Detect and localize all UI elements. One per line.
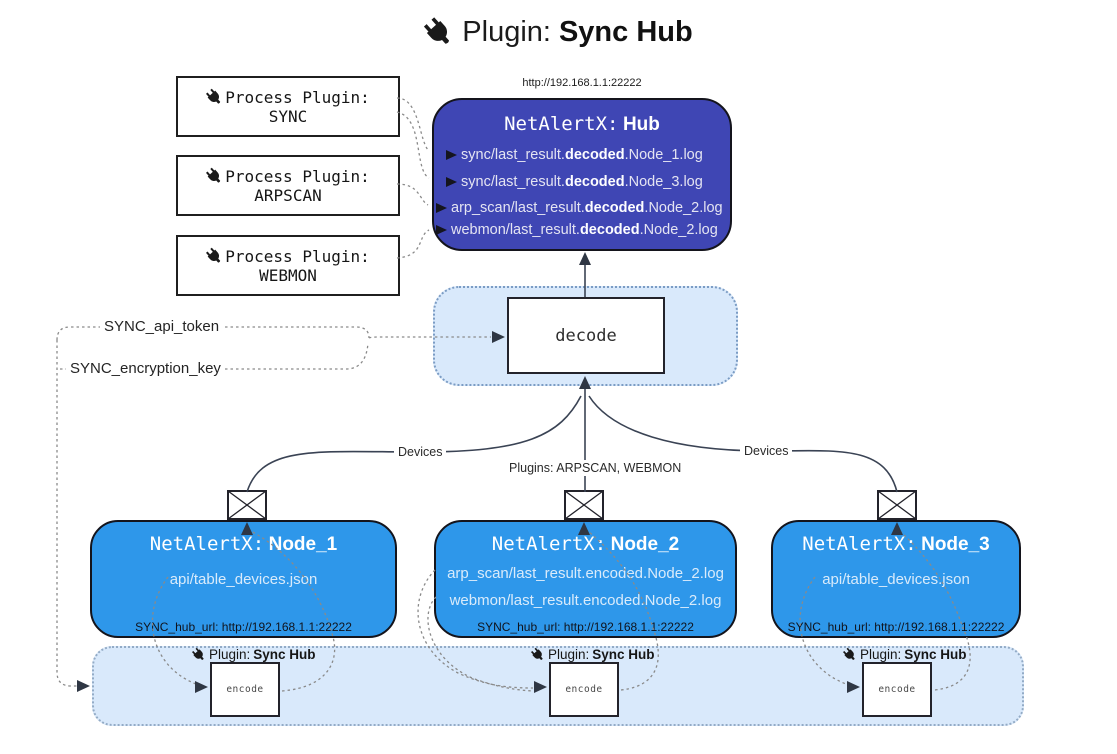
node-hub-url: SYNC_hub_url: http://192.168.1.1:22222 — [135, 620, 352, 634]
plug-icon — [203, 244, 227, 268]
node-title: NetAlertX: Node_1 — [149, 533, 338, 555]
hub-log-line: arp_scan/last_result.decoded.Node_2.log — [436, 198, 723, 218]
node-file-line: api/table_devices.json — [169, 571, 318, 588]
hub-title-name: Hub — [622, 114, 660, 135]
envelope-icon — [564, 490, 604, 520]
edge-label-devices-left: Devices — [394, 444, 447, 460]
title-label: Plugin: — [462, 16, 551, 48]
hub-log-line: sync/last_result.decoded.Node_1.log — [446, 145, 703, 165]
sync-encryption-key-label: SYNC_encryption_key — [66, 360, 225, 377]
decode-box: decode — [507, 297, 665, 374]
envelope-icon — [877, 490, 917, 520]
plug-icon — [418, 11, 460, 53]
page-title: Plugin: Sync Hub — [0, 16, 1117, 49]
node-hub-url: SYNC_hub_url: http://192.168.1.1:22222 — [787, 620, 1005, 634]
node-box-node-3: NetAlertX: Node_3 api/table_devices.json… — [771, 520, 1021, 638]
process-plugin-label: Process Plugin: — [225, 166, 370, 186]
envelope-icon — [227, 490, 267, 520]
arrow-right-icon — [436, 225, 447, 235]
hub-url: http://192.168.1.1:22222 — [522, 77, 642, 89]
arrow-right-icon — [446, 150, 457, 160]
encode-box: encode — [210, 662, 280, 717]
node-title: NetAlertX: Node_3 — [802, 533, 990, 555]
sync-api-token-label: SYNC_api_token — [100, 318, 224, 335]
node-hub-url: SYNC_hub_url: http://192.168.1.1:22222 — [477, 620, 694, 634]
hub-title: NetAlertX: Hub — [434, 113, 730, 136]
node-file-line: api/table_devices.json — [822, 571, 970, 588]
edge-label-devices-right: Devices — [740, 443, 793, 459]
node-file-line: arp_scan/last_result.encoded.Node_2.log — [447, 565, 724, 582]
plug-icon — [528, 645, 548, 665]
encode-stage-label: Plugin: Sync Hub — [531, 647, 655, 662]
process-plugin-name: SYNC — [268, 106, 308, 126]
edge-label-plugins-center: Plugins: ARPSCAN, WEBMON — [505, 460, 686, 476]
process-plugin-box-arpscan: Process Plugin: ARPSCAN — [176, 155, 400, 216]
process-plugin-name: WEBMON — [259, 265, 317, 285]
encode-stage-label: Plugin: Sync Hub — [192, 647, 316, 662]
process-plugin-label: Process Plugin: — [225, 87, 370, 107]
arrow-right-icon — [446, 177, 457, 187]
title-name: Sync Hub — [558, 16, 693, 48]
plug-icon — [203, 85, 227, 109]
node-file-line: webmon/last_result.encoded.Node_2.log — [449, 592, 722, 609]
arrow-right-icon — [436, 203, 447, 213]
process-plugin-label: Process Plugin: — [225, 246, 370, 266]
hub-title-prefix: NetAlertX: — [504, 113, 619, 135]
process-plugin-box-sync: Process Plugin: SYNC — [176, 76, 400, 137]
plug-icon — [840, 645, 860, 665]
node-box-node-1: NetAlertX: Node_1 api/table_devices.json… — [90, 520, 397, 638]
hub-log-line: sync/last_result.decoded.Node_3.log — [446, 172, 703, 192]
hub-node-box: NetAlertX: Hub sync/last_result.decoded.… — [432, 98, 732, 251]
plug-icon — [189, 645, 209, 665]
process-plugin-box-webmon: Process Plugin: WEBMON — [176, 235, 400, 296]
encode-stage-label: Plugin: Sync Hub — [843, 647, 967, 662]
plug-icon — [203, 164, 227, 188]
process-plugin-name: ARPSCAN — [254, 185, 322, 205]
hub-log-line: webmon/last_result.decoded.Node_2.log — [436, 220, 718, 240]
node-box-node-2: NetAlertX: Node_2 arp_scan/last_result.e… — [434, 520, 737, 638]
encode-box: encode — [862, 662, 932, 717]
node-title: NetAlertX: Node_2 — [491, 533, 680, 555]
encode-box: encode — [549, 662, 619, 717]
